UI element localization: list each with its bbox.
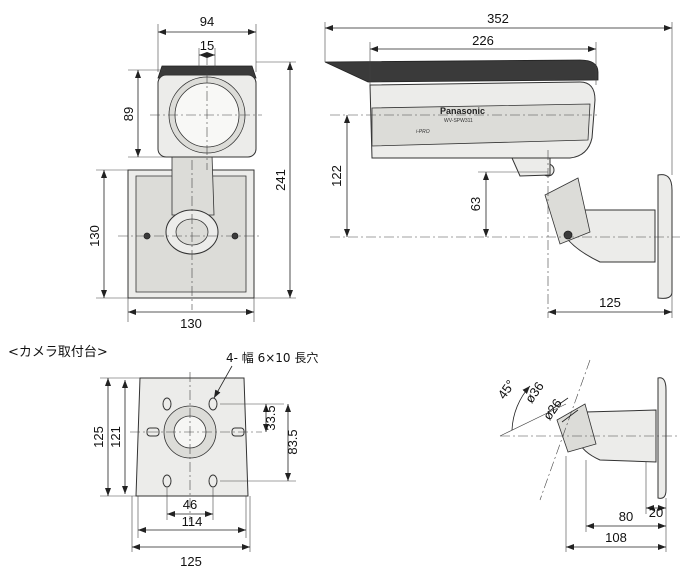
side-joint xyxy=(544,177,591,245)
mount-side-view: 45° ø36 ø26 80 20 108 xyxy=(495,359,680,552)
dim-241: 241 xyxy=(273,169,288,191)
dim-130-horizontal: 130 xyxy=(180,316,202,331)
dim-94: 94 xyxy=(200,14,214,29)
dim-89: 89 xyxy=(121,107,136,121)
dim-226: 226 xyxy=(472,33,494,48)
side-sunshield xyxy=(324,59,599,83)
dim-83-5: 83.5 xyxy=(285,429,300,454)
side-view: Panasonic WV-SPW311 i-PRO 352 226 122 63… xyxy=(324,11,680,318)
front-stem xyxy=(171,154,215,216)
ipro-logo: i-PRO xyxy=(416,129,430,135)
hole-note: 4- 幅 6×10 長穴 xyxy=(226,350,318,365)
dim-114: 114 xyxy=(182,514,203,529)
dim-352: 352 xyxy=(487,11,509,26)
side-bolt xyxy=(563,230,573,240)
dim-63: 63 xyxy=(468,197,483,211)
hole-bl xyxy=(162,474,172,488)
brand-logo: Panasonic xyxy=(440,106,485,116)
front-view: 94 15 89 241 130 130 xyxy=(87,14,296,331)
dim-108: 108 xyxy=(605,530,627,545)
mount-side-joint xyxy=(556,403,597,453)
hole-br xyxy=(208,474,218,488)
dim-20: 20 xyxy=(649,505,663,520)
dim-122: 122 xyxy=(329,165,344,187)
dim-125-bottom: 125 xyxy=(180,554,202,569)
dim-130-vertical: 130 xyxy=(87,225,102,247)
dim-125-side: 125 xyxy=(599,295,621,310)
dim-125-vertical: 125 xyxy=(91,426,106,448)
section-heading: <カメラ取付台> xyxy=(8,345,108,360)
side-camera-band xyxy=(371,103,591,147)
hole-tr xyxy=(208,397,218,411)
side-camera-mount xyxy=(511,157,551,177)
dim-15: 15 xyxy=(200,38,214,53)
dim-46: 46 xyxy=(183,497,197,512)
dim-80: 80 xyxy=(619,509,633,524)
model-label: WV-SPW311 xyxy=(444,118,473,124)
dim-dia-36: ø36 xyxy=(522,379,547,406)
dim-121: 121 xyxy=(108,426,123,448)
hole-tl xyxy=(162,397,172,411)
mount-side-plate xyxy=(657,377,667,499)
mount-front-view: 4- 幅 6×10 長穴 125 121 33.5 83.5 46 114 12… xyxy=(91,350,318,569)
dim-45deg: 45° xyxy=(495,377,519,402)
dim-33-5: 33.5 xyxy=(263,405,278,430)
side-wall-plate xyxy=(657,174,673,299)
